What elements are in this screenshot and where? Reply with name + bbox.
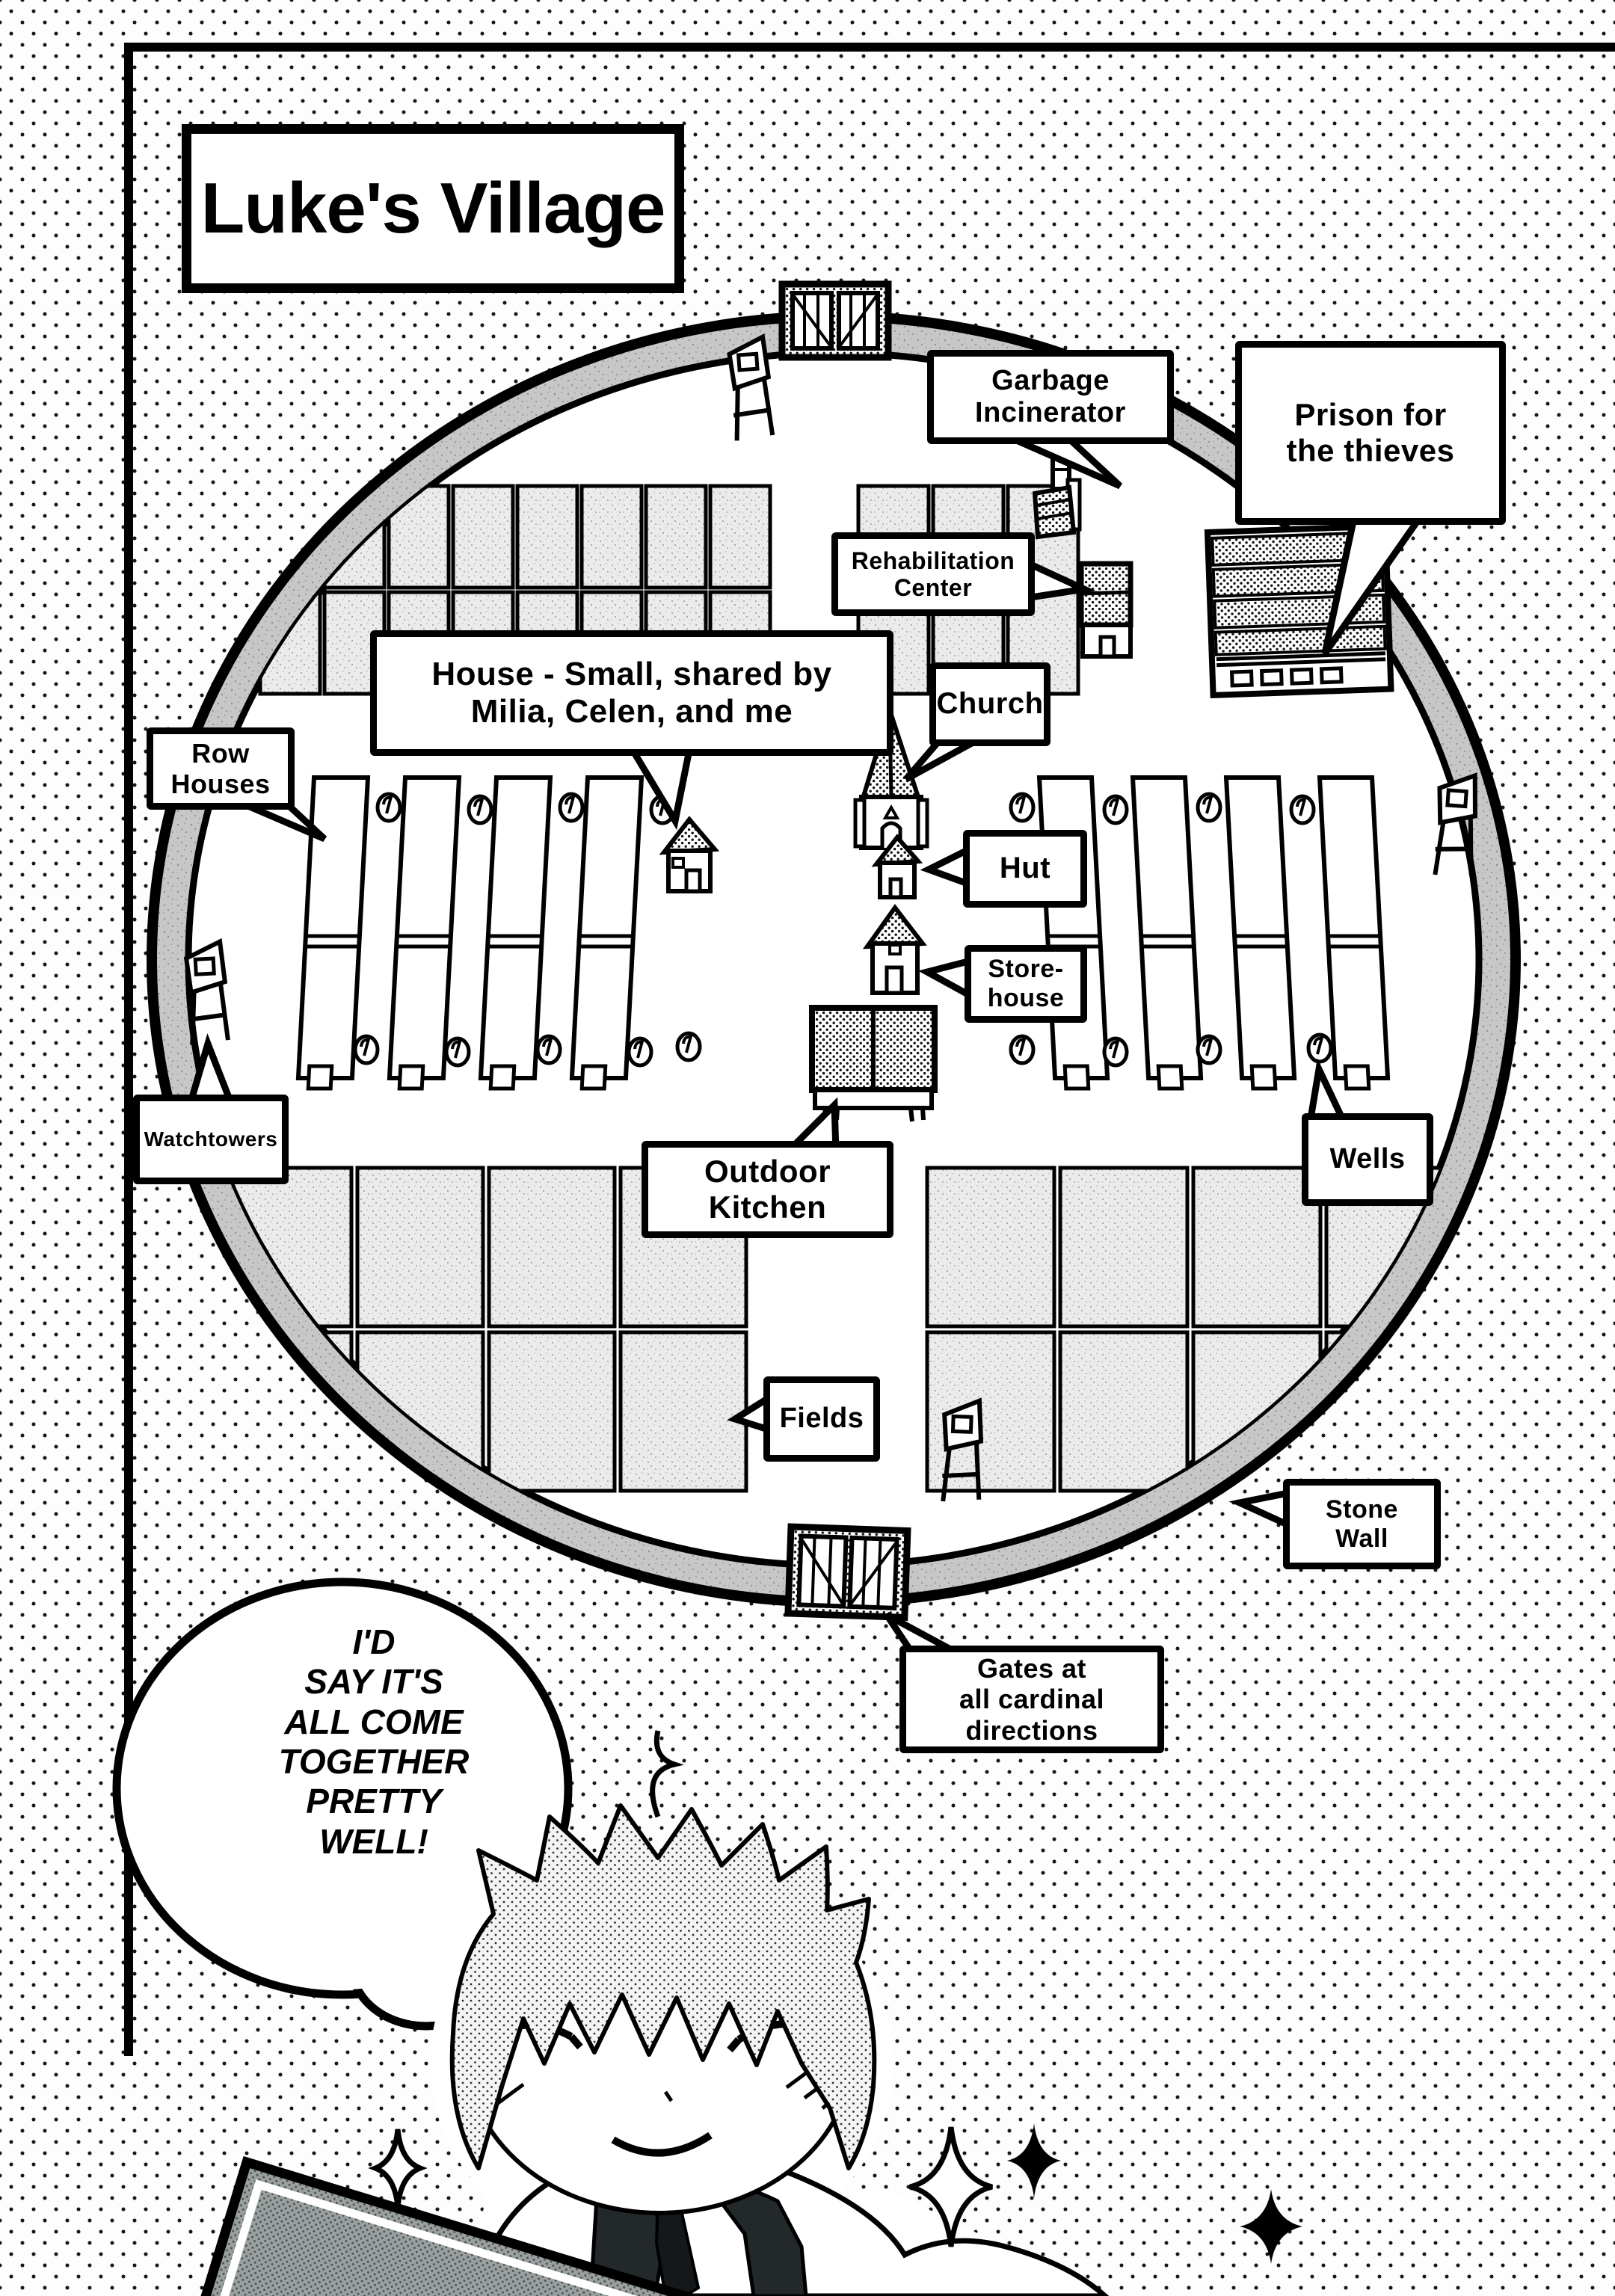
hut-building — [871, 834, 923, 899]
storehouse-building — [862, 903, 927, 995]
map-title: Luke's Village — [182, 124, 684, 293]
label-fields: Fields — [763, 1376, 880, 1462]
label-church: Church — [929, 662, 1050, 746]
label-wells: Wells — [1302, 1113, 1433, 1206]
map-title-text: Luke's Village — [200, 168, 666, 248]
outdoor-kitchen-building — [809, 1005, 938, 1122]
label-storehouse: Store- house — [965, 945, 1087, 1023]
label-prison: Prison for the thieves — [1235, 341, 1506, 525]
character-hair — [449, 1803, 877, 2170]
label-watchtowers: Watchtowers — [133, 1095, 289, 1184]
map-board — [147, 2155, 846, 2296]
rehabilitation-center-building — [1078, 561, 1133, 659]
garbage-incinerator-building — [1032, 445, 1082, 540]
label-outdoor-kitchen: Outdoor Kitchen — [642, 1141, 893, 1238]
label-row-houses: Row Houses — [147, 727, 295, 810]
label-hut: Hut — [963, 830, 1087, 908]
character-illustration — [147, 1730, 1302, 2296]
label-gates: Gates at all cardinal directions — [899, 1646, 1164, 1753]
label-garbage-incinerator: Garbage Incinerator — [927, 350, 1174, 444]
row-houses-left — [295, 775, 645, 1091]
sparkle-icons — [368, 2123, 1302, 2264]
thought-bubble — [112, 1578, 573, 2069]
label-rehabilitation-center: Rehabilitation Center — [831, 532, 1035, 616]
hair-antenna — [650, 1730, 684, 1818]
label-stone-wall: Stone Wall — [1283, 1479, 1441, 1569]
nose — [663, 2090, 674, 2102]
speech-bubble-text: I'D SAY IT'S ALL COME TOGETHER PRETTY WE… — [278, 1622, 470, 1861]
south-gate — [784, 1523, 911, 1622]
smile — [611, 2132, 713, 2157]
north-gate — [778, 280, 892, 361]
lukes-house-building — [659, 816, 720, 893]
label-house: House - Small, shared by Milia, Celen, a… — [370, 630, 893, 756]
